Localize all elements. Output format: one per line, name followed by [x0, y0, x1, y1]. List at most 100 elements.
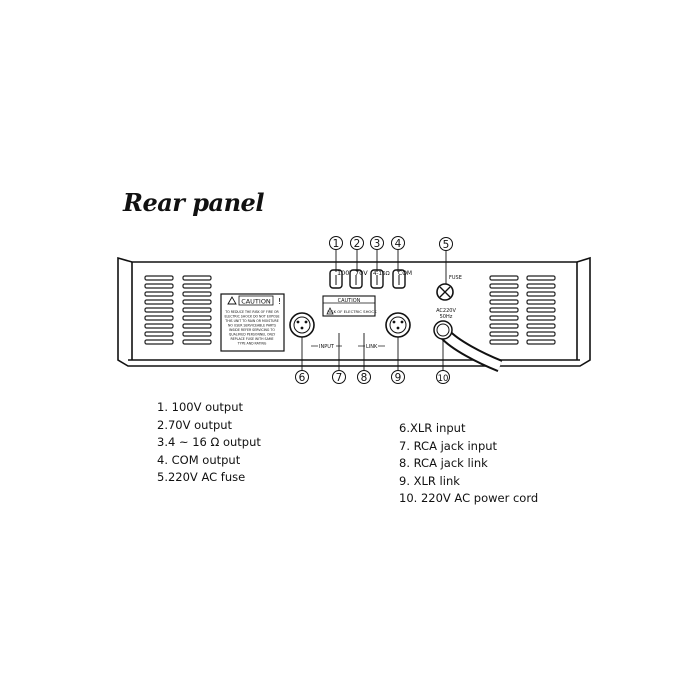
vent-slot — [526, 323, 556, 329]
vent-slot — [182, 275, 212, 281]
xlr-link-connector — [385, 312, 411, 338]
caution-line: TO REDUCE THE RISK OF FIRE OR — [224, 310, 279, 314]
vent-slot — [144, 307, 174, 313]
vent-slot — [526, 331, 556, 337]
input-label: INPUT — [319, 344, 335, 350]
vent-slot — [526, 291, 556, 297]
callout-number: 7 — [336, 372, 343, 384]
callout-circle — [439, 237, 453, 251]
terminal-70v-label: 70V — [355, 269, 368, 277]
vent-slot — [489, 323, 519, 329]
vent-slot — [526, 299, 556, 305]
vent-slot — [489, 291, 519, 297]
caution-line: NO USER SERVICEABLE PARTS — [228, 324, 276, 328]
legend-item: 2.70V output — [157, 417, 233, 432]
callout-circle — [391, 370, 405, 384]
vent-slot — [182, 339, 212, 345]
legend-item: 10. 220V AC power cord — [399, 491, 539, 505]
terminal-70v: 70V — [349, 269, 368, 289]
vent-slot — [489, 307, 519, 313]
vent-slot — [526, 315, 556, 321]
vent-slot — [182, 291, 212, 297]
callout-number: 8 — [361, 372, 368, 384]
legend-item: 5.220V AC fuse — [157, 470, 246, 484]
legend-item: 8. RCA jack link — [399, 456, 488, 470]
terminal-4-16ohm: 4-16Ω — [370, 269, 390, 289]
callout-leader-lines — [301, 249, 447, 370]
power-cord — [433, 320, 503, 373]
xlr-input-connector — [289, 312, 315, 338]
legend-item: 1. 100V output — [157, 400, 244, 414]
vent-slot — [526, 339, 556, 345]
vent-slot — [526, 307, 556, 313]
callout-circle — [370, 236, 384, 250]
vent-slot — [182, 331, 212, 337]
vent-slot — [144, 275, 174, 281]
caution-large-title: CAUTION — [241, 298, 271, 306]
callout-number: 5 — [443, 239, 450, 251]
vent-slot — [489, 283, 519, 289]
callout-circle — [329, 236, 343, 250]
vent-slot — [489, 315, 519, 321]
vent-slot — [182, 307, 212, 313]
caution-label-small: CAUTION RISK OF ELECTRIC SHOCK — [322, 295, 377, 317]
vent-slot — [489, 339, 519, 345]
exclamation-icon: ! — [278, 297, 281, 306]
fuse-holder: FUSE — [436, 275, 462, 301]
chassis — [117, 256, 591, 367]
vent-slot — [489, 331, 519, 337]
vent-slot — [144, 291, 174, 297]
vent-slot — [144, 315, 174, 321]
callout-number: 2 — [354, 238, 361, 250]
legend-left-column: 1. 100V output 2.70V output 3.4 ~ 16 Ω o… — [157, 399, 261, 487]
vent-slot — [144, 339, 174, 345]
terminal-com-label: COM — [398, 270, 412, 277]
legend-right-column: 6.XLR input 7. RCA jack input 8. RCA jac… — [399, 420, 538, 508]
legend-item: 9. XLR link — [399, 473, 460, 488]
callout-number: 4 — [395, 238, 402, 250]
vent-slot — [182, 283, 212, 289]
legend-item: 3.4 ~ 16 Ω output — [157, 435, 261, 449]
terminal-com: COM — [392, 269, 412, 289]
callout-circle — [295, 370, 309, 384]
callout-circle — [332, 370, 346, 384]
vent-slot — [182, 299, 212, 305]
caution-line: THIS UNIT TO RAIN OR MOISTURE — [224, 319, 278, 323]
caution-small-title: CAUTION — [338, 298, 361, 304]
caution-line: ELECTRIC SHOCK DO NOT EXPOSE — [224, 315, 279, 319]
ac-voltage-label: AC220V — [436, 308, 456, 314]
caution-line: TYPE AND RATING — [237, 342, 267, 346]
legend-item: 7. RCA jack input — [399, 438, 498, 453]
vent-slot — [489, 299, 519, 305]
vent-slot — [182, 323, 212, 329]
vent-slot — [182, 315, 212, 321]
vent-slots-right — [489, 275, 556, 345]
vent-slot — [144, 331, 174, 337]
callout-circle — [436, 370, 450, 384]
diagram-title: Rear panel — [123, 188, 264, 217]
legend-item: 4. COM output — [157, 452, 241, 467]
vent-slot — [144, 323, 174, 329]
callout-number: 6 — [299, 372, 306, 384]
terminal-100v-label: 100V — [337, 269, 354, 277]
callout-circle — [350, 236, 364, 250]
vent-slots-left — [144, 275, 212, 345]
fuse-label: FUSE — [449, 275, 462, 281]
vent-slot — [144, 299, 174, 305]
vent-slot — [526, 275, 556, 281]
vent-slot — [526, 283, 556, 289]
caution-small-text: RISK OF ELECTRIC SHOCK — [327, 309, 377, 314]
legend-item: 6.XLR input — [399, 421, 466, 435]
vent-slot — [144, 283, 174, 289]
caution-label-large: CAUTION ! TO REDUCE THE RISK OF FIRE ORE… — [220, 293, 285, 352]
callout-number: 3 — [374, 238, 381, 250]
link-label: LINK — [366, 344, 378, 350]
caution-line: REPLACE FUSE WITH SAME — [230, 337, 273, 341]
callout-number: 9 — [395, 372, 402, 384]
caution-line: QUALIFIED PERSONNEL ONLY — [229, 333, 275, 337]
callout-number: 1 — [333, 238, 340, 250]
caution-line: INSIDE REFER SERVICING TO — [229, 328, 275, 332]
